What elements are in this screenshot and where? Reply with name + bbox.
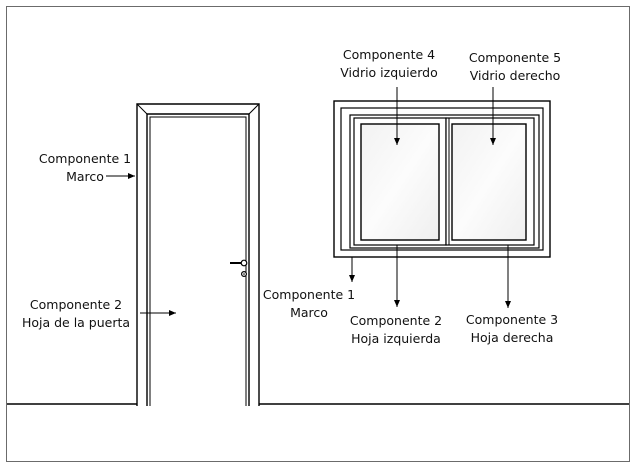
label-window-frame-name: Marco	[290, 305, 328, 320]
label-right-glass-name: Vidrio derecho	[469, 68, 561, 83]
label-door-leaf-title: Componente 2	[29, 297, 123, 312]
label-left-glass-name: Vidrio izquierdo	[340, 65, 438, 80]
label-left-glass: Componente 4 Vidrio izquierdo	[340, 46, 437, 82]
left-glass	[360, 123, 440, 241]
label-window-frame: Componente 1 Marco	[263, 286, 355, 322]
label-door-leaf: Componente 2 Hoja de la puerta	[22, 296, 130, 332]
label-right-sash-title: Componente 3	[465, 312, 559, 327]
door-frame-miter-right	[248, 103, 260, 115]
label-right-glass: Componente 5 Vidrio derecho	[469, 49, 561, 85]
label-door-frame-title: Componente 1	[38, 151, 132, 166]
label-door-frame: Componente 1 Marco	[39, 150, 131, 186]
door-frame-inner	[146, 113, 250, 406]
window	[333, 100, 551, 258]
label-left-sash-name: Hoja izquierda	[351, 331, 441, 346]
figure-border	[6, 6, 630, 462]
door-handle	[230, 259, 248, 278]
door-frame-miter-left	[136, 103, 148, 115]
right-glass	[451, 123, 527, 241]
label-left-sash: Componente 2 Hoja izquierda	[350, 312, 442, 348]
door	[136, 103, 260, 406]
label-left-glass-title: Componente 4	[342, 47, 436, 62]
label-window-frame-title: Componente 1	[262, 287, 356, 302]
label-right-glass-title: Componente 5	[468, 50, 562, 65]
label-door-frame-name: Marco	[66, 169, 104, 184]
label-right-sash-name: Hoja derecha	[470, 330, 554, 345]
label-left-sash-title: Componente 2	[349, 313, 443, 328]
label-right-sash: Componente 3 Hoja derecha	[466, 311, 558, 347]
label-door-leaf-name: Hoja de la puerta	[21, 315, 131, 330]
